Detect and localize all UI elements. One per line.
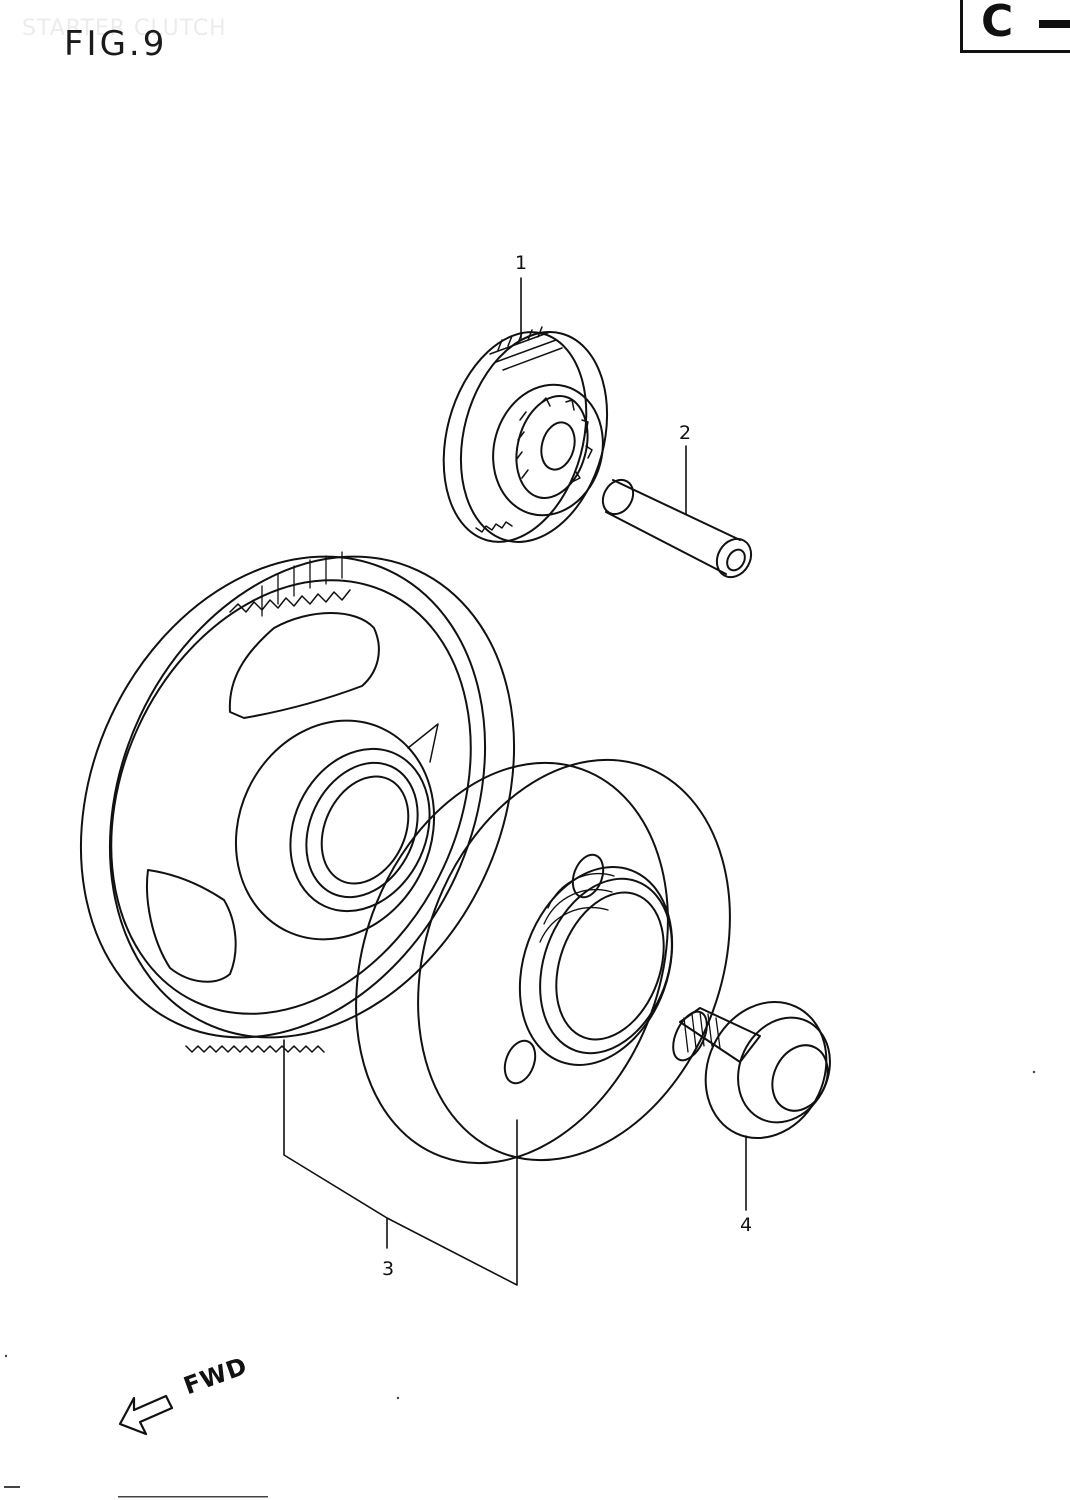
callout-4-label: 4 bbox=[740, 1214, 753, 1236]
callout-leaders bbox=[283, 277, 747, 1286]
section-tag: C bbox=[960, 0, 1070, 53]
section-tag-letter: C bbox=[981, 0, 1014, 47]
ghost-section-title: STARTER CLUTCH bbox=[22, 16, 227, 41]
part-4-bolt bbox=[672, 1000, 831, 1140]
section-tag-dash bbox=[1039, 20, 1070, 28]
scan-specks bbox=[4, 1070, 1036, 1498]
callout-3-label: 3 bbox=[382, 1258, 395, 1280]
part-3-clutch-housing bbox=[355, 758, 731, 1165]
part-2-shaft bbox=[601, 478, 753, 579]
figure-label: FIG.9 bbox=[64, 24, 168, 64]
part-1-idler-gear bbox=[442, 326, 609, 543]
callout-1-label: 1 bbox=[515, 252, 528, 274]
callout-2-label: 2 bbox=[679, 422, 692, 444]
part-3-driven-gear bbox=[79, 551, 516, 1053]
fwd-arrow-icon bbox=[118, 1394, 174, 1436]
